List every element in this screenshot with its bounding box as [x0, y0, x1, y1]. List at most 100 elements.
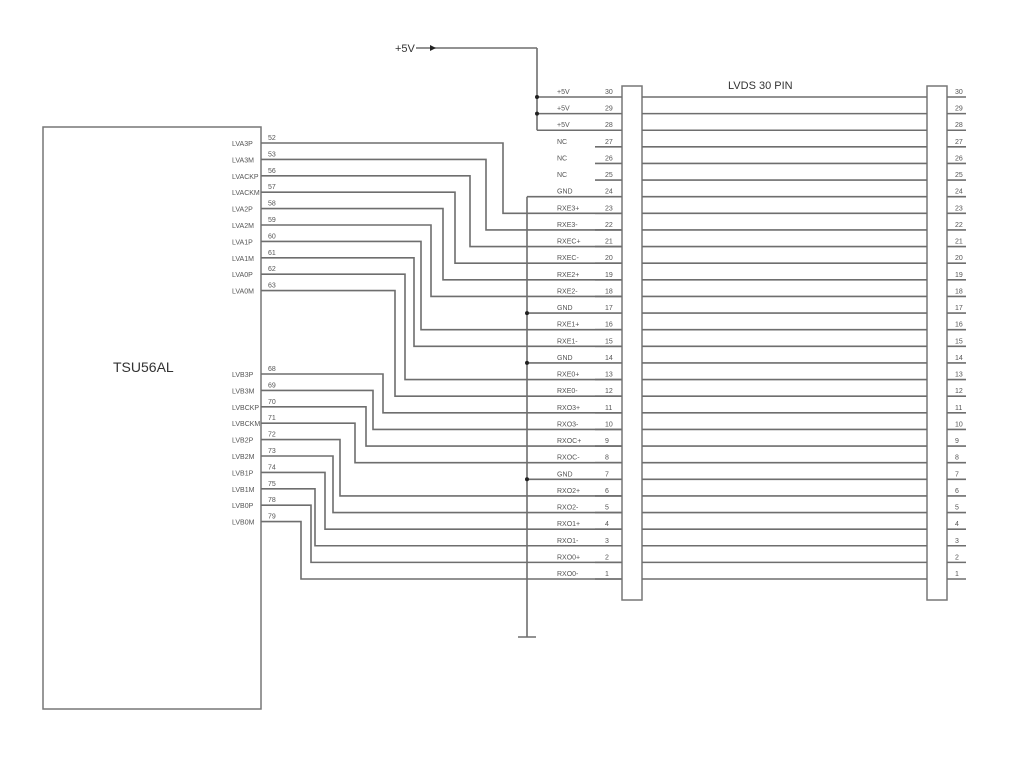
signal-wire-lvb1m — [261, 487, 622, 547]
connector-pin-number: 23 — [605, 205, 613, 212]
lvb-signal-label: LVB3M — [232, 388, 255, 395]
signal-wire-lva3m — [261, 158, 622, 231]
lvb-pin-number: 69 — [268, 382, 276, 389]
connector-pin-number: 13 — [605, 372, 613, 379]
lva-signal-label: LVA1P — [232, 239, 253, 246]
lva-signal-label: LVA3M — [232, 157, 254, 164]
lva-signal-label: LVACKM — [232, 190, 260, 197]
lvb-signal-label: LVBCKM — [232, 421, 260, 428]
right-pin-number: 22 — [955, 222, 963, 229]
connector-pin-number: 20 — [605, 255, 613, 262]
connector-pin-name: RXEC- — [557, 255, 579, 262]
connector-pin-name: RXE1+ — [557, 322, 579, 329]
connector-pin-name: RXO3+ — [557, 405, 580, 412]
right-pin-number: 23 — [955, 205, 963, 212]
right-pin-number: 16 — [955, 322, 963, 329]
lva-signal-label: LVA3P — [232, 141, 253, 148]
connector-pin-name: RXEC+ — [557, 239, 581, 246]
connector-pin-name: RXOC- — [557, 455, 580, 462]
power-arrow-icon — [430, 45, 436, 51]
connector-pin-number: 11 — [605, 405, 612, 412]
lva-pin-number: 52 — [268, 135, 276, 142]
connector-pin-number: 15 — [605, 338, 613, 345]
signal-wire-lvbckm — [261, 422, 622, 464]
right-pin-number: 1 — [955, 571, 959, 578]
connector-pin-number: 12 — [605, 388, 613, 395]
lva-pin-number: 63 — [268, 283, 276, 290]
right-pin-number: 7 — [955, 471, 959, 478]
connector-pin-number: 22 — [605, 222, 613, 229]
connector-pin-number: 4 — [605, 521, 609, 528]
connector-pin-name: GND — [557, 471, 573, 478]
signal-wire-lva1p — [261, 240, 622, 331]
connector-pin-number: 26 — [605, 155, 613, 162]
connector-pin-name: GND — [557, 189, 573, 196]
connector-pin-number: 3 — [605, 538, 609, 545]
connector-pin-name: +5V — [557, 122, 570, 129]
signal-wire-lvbckp — [261, 405, 622, 447]
connector-pin-name: RXO3- — [557, 421, 579, 428]
right-pin-number: 27 — [955, 139, 963, 146]
connector-pin-number: 30 — [605, 89, 613, 96]
lvb-pin-number: 71 — [268, 415, 276, 422]
connector-pin-name: RXE0- — [557, 388, 578, 395]
right-pin-number: 10 — [955, 421, 963, 428]
right-pin-number: 20 — [955, 255, 963, 262]
connector-pin-number: 17 — [605, 305, 613, 312]
connector-pin-name: NC — [557, 172, 567, 179]
connector-left-block — [621, 85, 643, 601]
lva-pin-number: 59 — [268, 217, 276, 224]
right-pin-number: 15 — [955, 338, 963, 345]
connector-pin-number: 8 — [605, 455, 609, 462]
connector-pin-number: 14 — [605, 355, 613, 362]
junction-dot — [535, 111, 539, 116]
signal-wires — [261, 142, 622, 580]
right-pin-number: 9 — [955, 438, 959, 445]
right-pin-number: 17 — [955, 305, 963, 312]
lvb-signal-label: LVB1M — [232, 487, 255, 494]
junction-dot — [525, 311, 529, 316]
connector-pin-number: 18 — [605, 288, 613, 295]
right-pin-number: 4 — [955, 521, 959, 528]
connector-pin-name: RXO1+ — [557, 521, 580, 528]
signal-wire-lvb0p — [261, 504, 622, 564]
right-pin-number: 8 — [955, 455, 959, 462]
lva-pin-number: 61 — [268, 250, 276, 257]
connector-pin-name: GND — [557, 355, 573, 362]
connector-pin-name: NC — [557, 139, 567, 146]
right-pin-number: 19 — [955, 272, 963, 279]
right-pin-number: 30 — [955, 89, 963, 96]
right-pin-number: 13 — [955, 372, 963, 379]
right-pin-number: 25 — [955, 172, 963, 179]
signal-wire-lva3p — [261, 142, 622, 215]
lvb-pin-number: 70 — [268, 399, 276, 406]
signal-wire-lva0p — [261, 273, 622, 381]
signal-wire-lvb3m — [261, 389, 622, 431]
connector-pin-name: GND — [557, 305, 573, 312]
signal-wire-lvb2p — [261, 438, 622, 497]
connector-pin-number: 6 — [605, 488, 609, 495]
signal-wire-lvb2m — [261, 455, 622, 514]
connector-pin-name: +5V — [557, 106, 570, 113]
connector-pin-number: 29 — [605, 106, 613, 113]
connector-pin-name: RXO0+ — [557, 554, 580, 561]
connector-pin-number: 19 — [605, 272, 613, 279]
signal-wire-lva1m — [261, 256, 622, 348]
ground-net — [518, 195, 595, 638]
lva-pin-number: 57 — [268, 184, 276, 191]
connector-pin-name: RXE3- — [557, 222, 578, 229]
right-pin-number: 29 — [955, 106, 963, 113]
lvb-pin-number: 75 — [268, 481, 276, 488]
lvb-signal-label: LVB2M — [232, 454, 255, 461]
lva-signal-label: LVA0P — [232, 272, 253, 279]
signal-wire-lvb0m — [261, 520, 622, 580]
connector-pin-name: RXE1- — [557, 338, 578, 345]
connector-pin-name: RXO0- — [557, 571, 579, 578]
lvb-pin-number: 78 — [268, 497, 276, 504]
connector-pin-name: RXE0+ — [557, 372, 579, 379]
lva-signal-label: LVACKP — [232, 174, 259, 181]
connector-pin-number: 7 — [605, 471, 609, 478]
right-pin-number: 28 — [955, 122, 963, 129]
connector-pin-number: 27 — [605, 139, 613, 146]
